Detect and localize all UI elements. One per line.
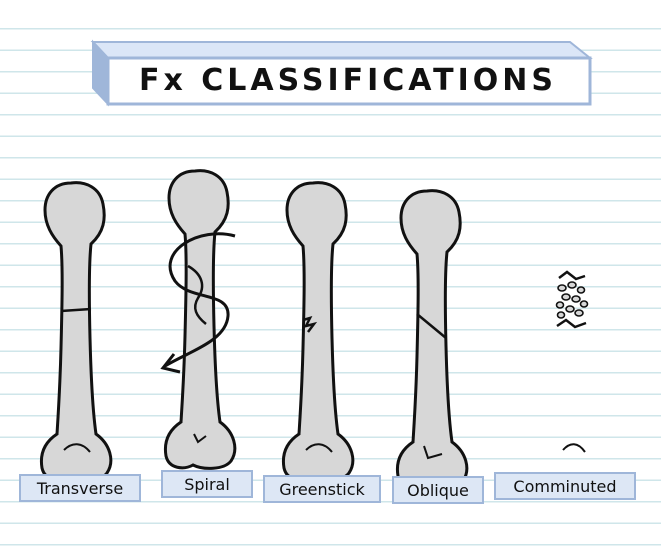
spiral-arrow bbox=[164, 232, 236, 368]
title-banner bbox=[90, 39, 593, 107]
label-greenstick: Greenstick bbox=[263, 475, 381, 503]
label-comminuted: Comminuted bbox=[494, 472, 636, 500]
bone-oblique bbox=[395, 189, 469, 490]
comminuted-top-break bbox=[558, 270, 586, 281]
greenstick-fracture-line bbox=[302, 316, 318, 333]
bone-fragments bbox=[555, 281, 589, 319]
bone-comminuted bbox=[555, 270, 589, 453]
bone-greenstick bbox=[281, 181, 355, 482]
comminuted-bottom-break bbox=[556, 318, 587, 329]
condyle-line bbox=[305, 443, 333, 453]
spiral-arrow-head bbox=[160, 353, 181, 374]
bone-transverse bbox=[39, 181, 113, 482]
condyle-line bbox=[63, 443, 91, 453]
bone-spiral bbox=[160, 169, 237, 470]
label-transverse: Transverse bbox=[19, 474, 141, 502]
oblique-fracture-line bbox=[416, 313, 447, 339]
label-oblique: Oblique bbox=[392, 476, 484, 504]
page-title: Fx CLASSIFICATIONS bbox=[138, 62, 558, 98]
banner-front-face bbox=[106, 56, 592, 106]
condyle-line bbox=[193, 433, 207, 444]
transverse-fracture-line bbox=[60, 307, 92, 313]
condyle-line bbox=[423, 445, 443, 460]
spiral-fracture-line bbox=[187, 264, 207, 325]
label-spiral: Spiral bbox=[161, 470, 253, 498]
condyle-line bbox=[562, 443, 586, 453]
